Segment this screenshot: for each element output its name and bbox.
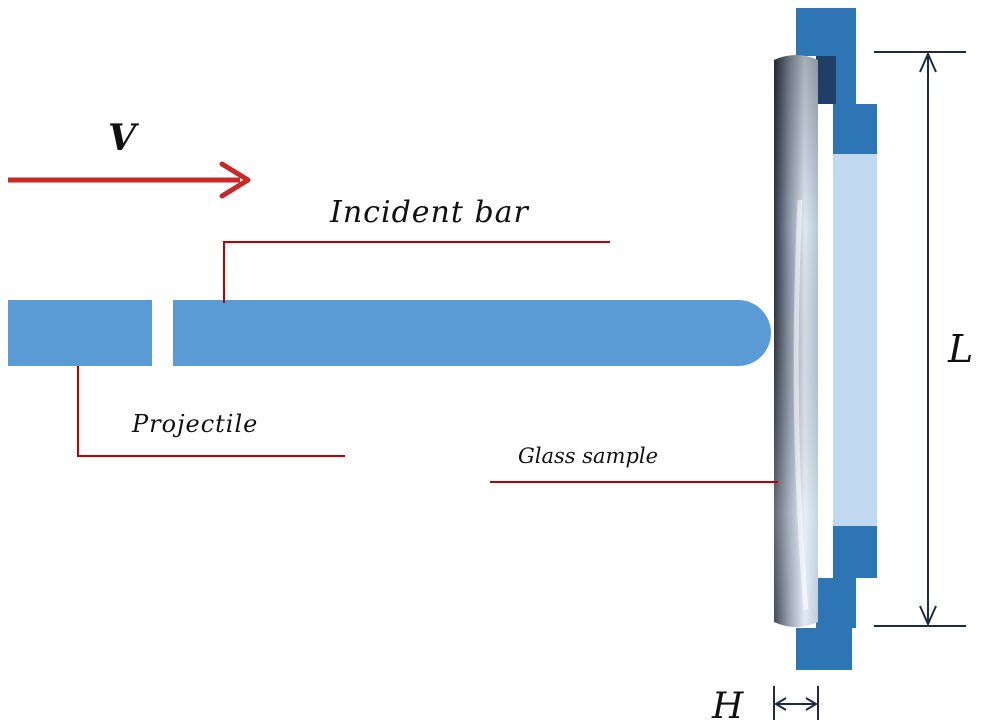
double-arrow-vertical-icon <box>919 51 937 627</box>
length-dimension <box>874 51 966 627</box>
holder-top-dark <box>816 56 836 104</box>
incident-bar-leader <box>223 241 610 303</box>
glass-sample <box>774 55 818 627</box>
holder-top-outer <box>796 8 856 56</box>
incident-bar <box>173 300 771 366</box>
velocity-arrow <box>8 161 251 199</box>
velocity-label: V <box>108 117 139 159</box>
projectile <box>8 300 152 366</box>
double-arrow-horizontal-icon <box>774 697 818 711</box>
holder-bottom-outer <box>796 628 852 670</box>
sample-holder <box>796 8 877 670</box>
glass-sample-label: Glass sample <box>518 444 658 468</box>
length-label: L <box>947 327 973 371</box>
projectile-label: Projectile <box>131 410 258 438</box>
holder-bottom-inner <box>833 526 877 578</box>
right-arrow-icon <box>219 161 251 199</box>
glass-plate-highlight <box>793 199 809 611</box>
holder-bottom-mid <box>816 578 856 628</box>
thickness-dimension <box>773 686 819 720</box>
projectile-leader <box>77 366 345 457</box>
thickness-label: H <box>711 686 744 727</box>
incident-bar-label: Incident bar <box>329 195 530 230</box>
holder-top-inner <box>833 104 877 154</box>
holder-window <box>833 154 877 526</box>
